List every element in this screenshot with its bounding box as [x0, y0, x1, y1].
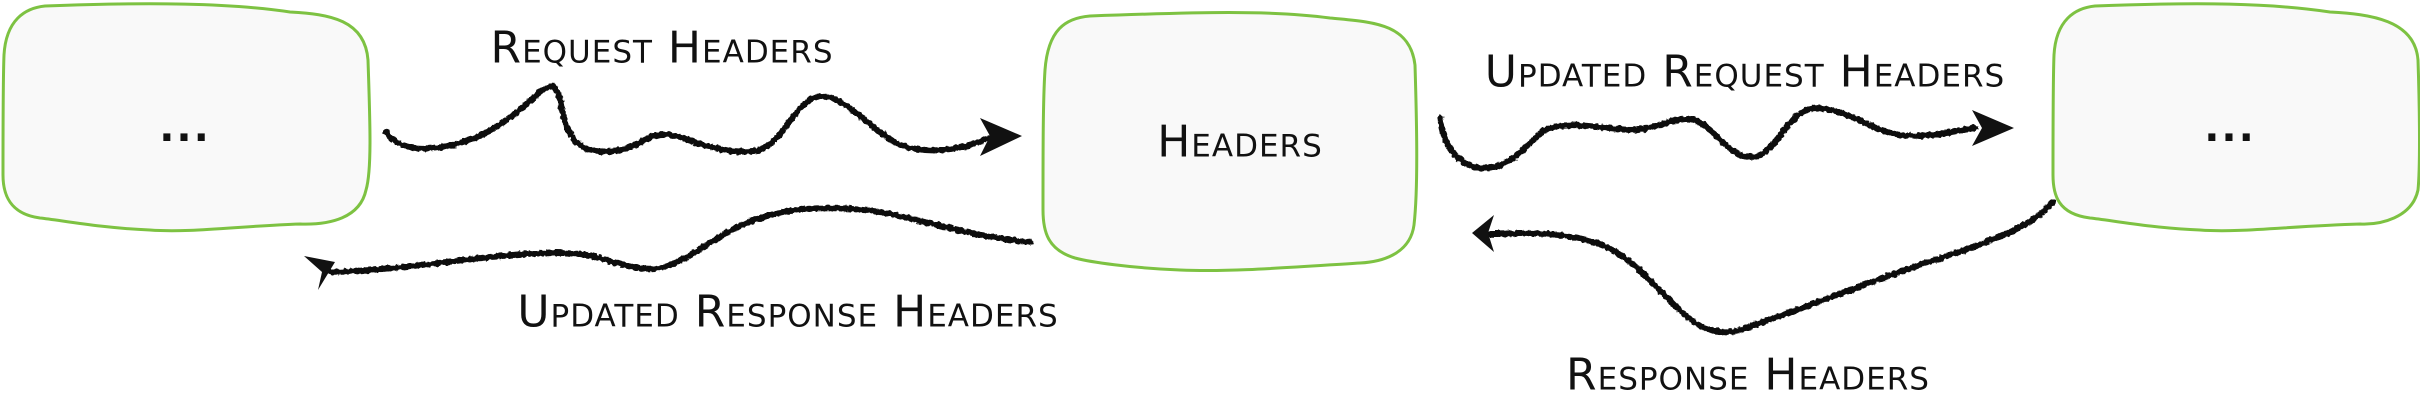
updated-response-headers-arrow: [304, 205, 1033, 290]
left-node-label: ...: [159, 105, 211, 151]
request-headers-arrow: [383, 83, 1022, 156]
request-headers-label: Request Headers: [490, 22, 834, 74]
response-headers-label: Response Headers: [1566, 349, 1930, 401]
response-headers-arrow: [1472, 199, 2056, 335]
right-node-box: [2051, 2, 2420, 233]
updated-request-headers-label: Updated Request Headers: [1484, 46, 2006, 98]
updated-response-headers-label: Updated Response Headers: [517, 286, 1059, 338]
right-node-label: ...: [2204, 105, 2256, 151]
left-node-box: [1, 2, 372, 233]
center-node-label: Headers: [1157, 116, 1323, 168]
updated-request-headers-arrow: [1437, 104, 2014, 172]
center-node-box: [1041, 11, 1419, 273]
